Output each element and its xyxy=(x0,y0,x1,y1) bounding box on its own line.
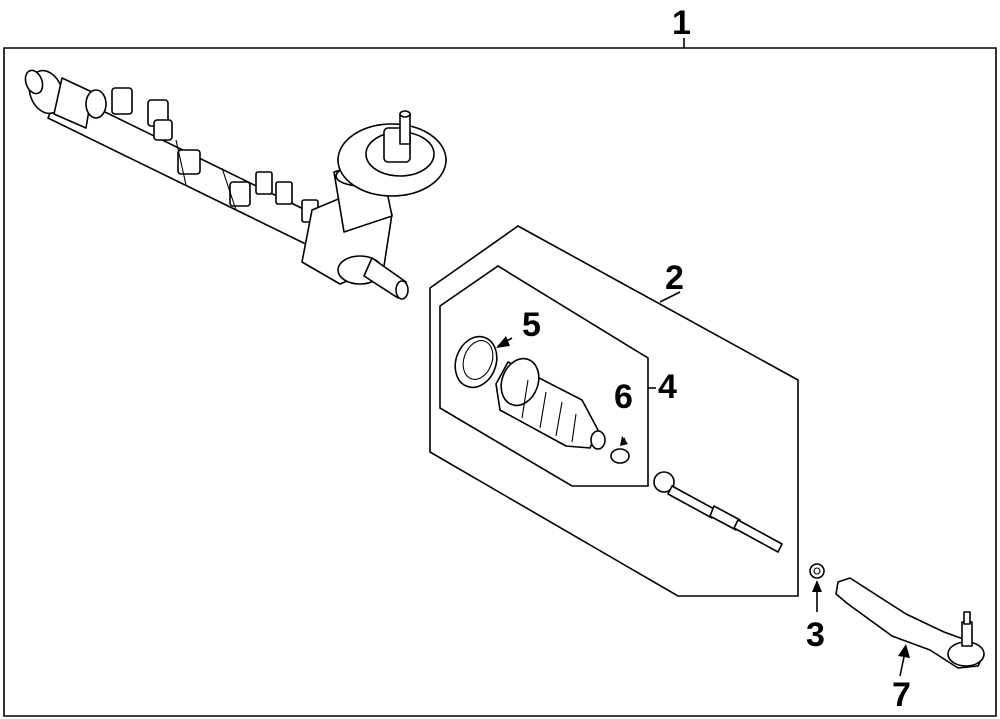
callout-1: 1 xyxy=(672,4,691,42)
kit-box-2 xyxy=(429,225,799,597)
tie-rod-nut xyxy=(809,563,825,612)
boot-clamp-ring xyxy=(454,335,513,389)
callout-2: 2 xyxy=(665,259,684,297)
assembly-frame xyxy=(3,38,997,717)
outer-tie-rod-end xyxy=(835,577,985,677)
boot-clip xyxy=(610,436,630,464)
callout-6: 6 xyxy=(614,378,633,416)
callout-7: 7 xyxy=(892,676,911,714)
callout-4: 4 xyxy=(658,368,677,406)
callout-5: 5 xyxy=(522,306,541,344)
steering-rack-gear xyxy=(24,69,447,300)
kit-box-4 xyxy=(439,265,656,487)
inner-tie-rod xyxy=(653,471,783,553)
rack-bellows-boot xyxy=(495,357,606,450)
callout-3: 3 xyxy=(806,616,825,654)
